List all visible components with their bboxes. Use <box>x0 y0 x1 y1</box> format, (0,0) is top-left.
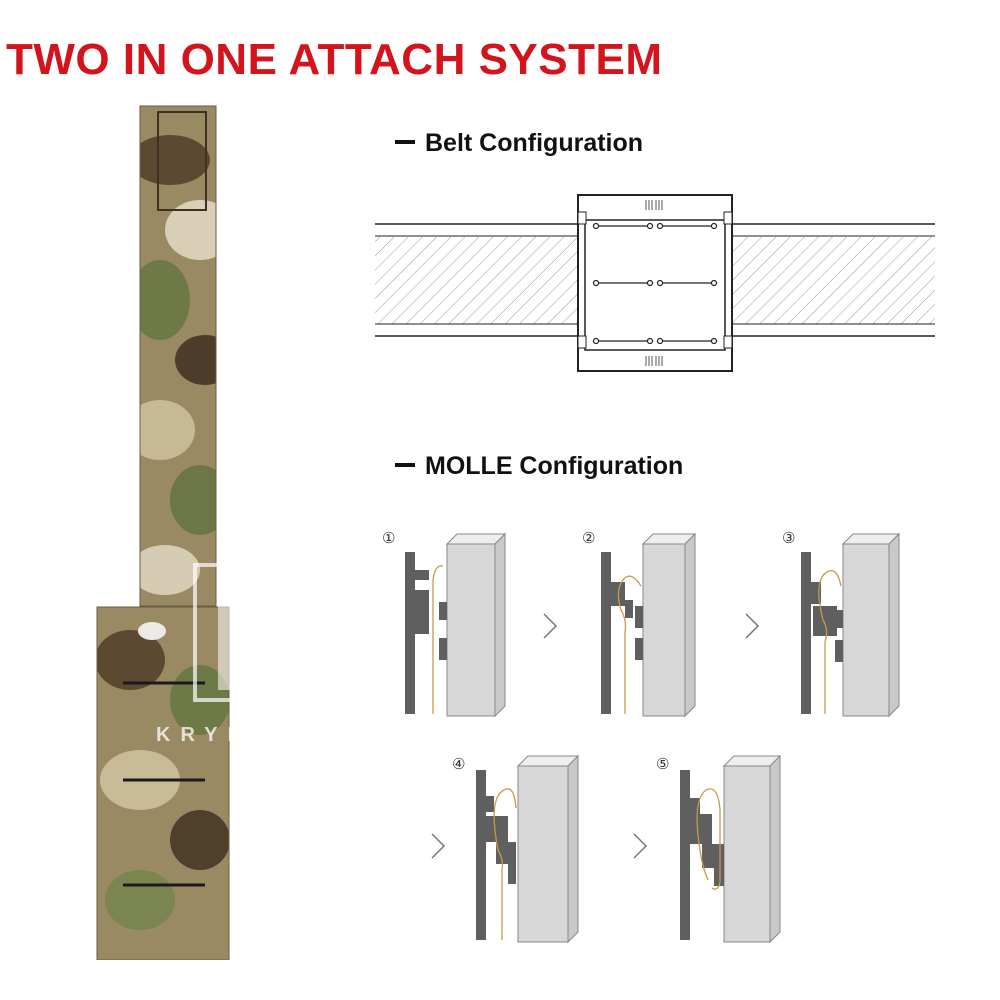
chevron-right-icon <box>543 613 558 639</box>
step-5-label: ⑤ <box>656 755 670 773</box>
chevron-right-icon <box>745 613 760 639</box>
belt-configuration-heading: Belt Configuration <box>395 129 643 157</box>
step-4-label: ④ <box>452 755 466 773</box>
pouch-panel <box>577 194 733 372</box>
krydex-watermark: KRYDEX® <box>156 724 324 746</box>
step-3-label: ③ <box>782 529 796 547</box>
molle-configuration-heading: MOLLE Configuration <box>395 452 683 480</box>
molle-step-5-diagram <box>680 754 782 944</box>
camo-strap-image <box>96 105 332 960</box>
molle-step-2-diagram <box>601 532 697 718</box>
molle-step-4-diagram <box>476 754 580 944</box>
step-2-label: ② <box>582 529 596 547</box>
belt-configuration-diagram <box>375 194 935 372</box>
dash-icon <box>395 140 415 145</box>
chevron-right-icon <box>633 833 648 859</box>
step-1-label: ① <box>382 529 396 547</box>
dash-icon <box>395 463 415 468</box>
belt-heading-text: Belt Configuration <box>425 129 644 157</box>
molle-heading-text: MOLLE Configuration <box>425 452 684 480</box>
molle-step-1-diagram <box>405 532 507 718</box>
molle-step-3-diagram <box>801 532 901 718</box>
page-title: TWO IN ONE ATTACH SYSTEM <box>6 35 663 84</box>
chevron-right-icon <box>431 833 446 859</box>
